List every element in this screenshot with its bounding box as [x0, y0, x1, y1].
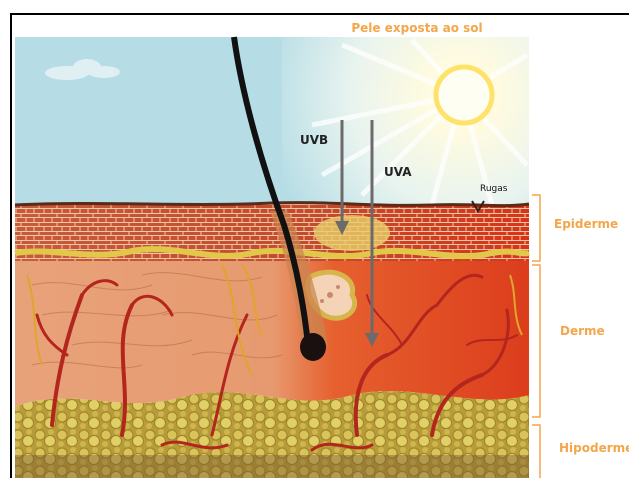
hair-bulb: [300, 333, 326, 361]
epidermis-label: Epiderme: [554, 217, 618, 231]
sun-damaged-area: [314, 215, 390, 251]
hypodermis-label: Hipoderme: [559, 441, 629, 455]
skin-cross-section-illustration: Pele exposta ao sol UVB UVA Rugas Epider…: [12, 15, 629, 478]
hypodermis-bracket: [532, 425, 540, 478]
dermis-bracket: [532, 265, 540, 417]
wrinkles-label: Rugas: [480, 184, 508, 194]
sun-icon: [436, 67, 492, 123]
dermis-label: Derme: [560, 324, 605, 338]
uva-label: UVA: [384, 165, 412, 179]
uvb-label: UVB: [300, 133, 328, 147]
layer-brackets: [532, 195, 540, 478]
diagram-frame: Pele exposta ao sol UVB UVA Rugas Epider…: [10, 13, 629, 478]
epidermis-bracket: [532, 195, 540, 261]
dermis-layer: [15, 255, 529, 407]
title-label: Pele exposta ao sol: [351, 21, 482, 35]
